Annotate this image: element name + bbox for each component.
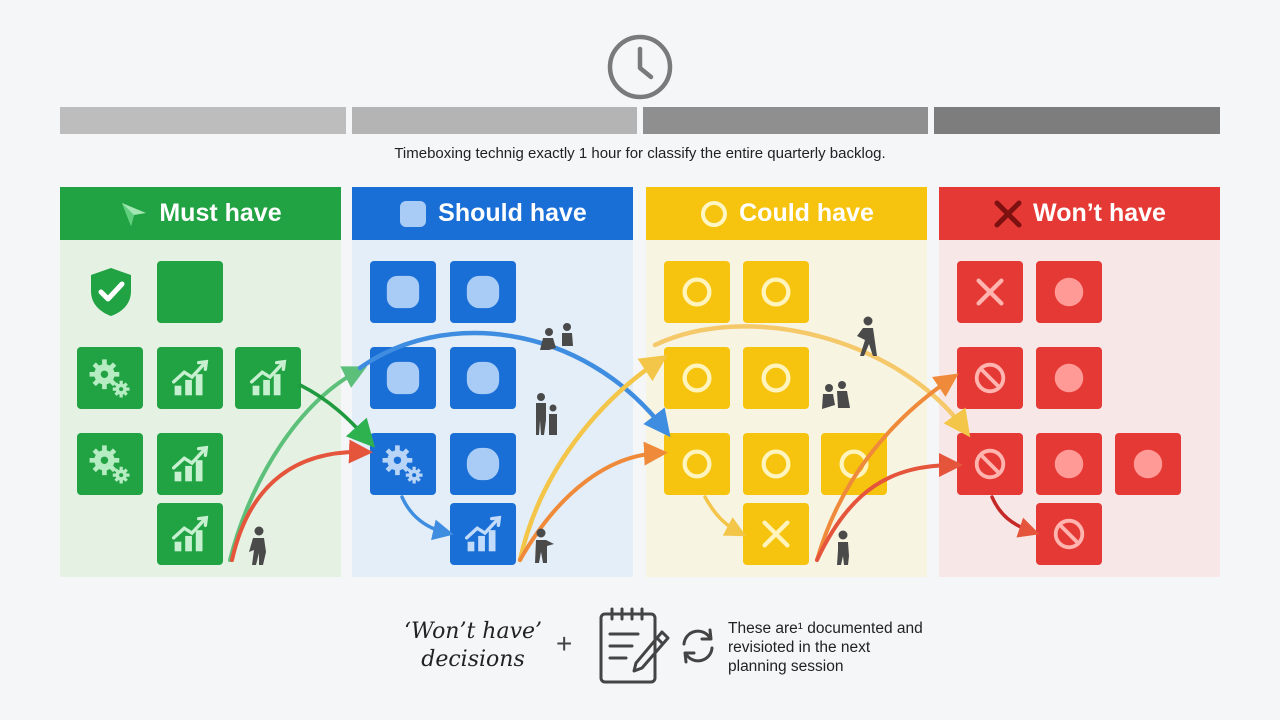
x-mark-icon xyxy=(994,200,1022,227)
column-title: Should have xyxy=(438,199,587,227)
timeline-segment-4 xyxy=(934,107,1220,134)
rounded-square-icon xyxy=(386,361,420,395)
rounded-square-icon xyxy=(466,447,500,481)
circle-ring-icon xyxy=(761,277,791,307)
column-header-should-have: Should have xyxy=(352,187,633,240)
should-item[interactable] xyxy=(370,261,436,323)
column-header-must-have: Must have xyxy=(60,187,341,240)
column-title: Won’t have xyxy=(1033,199,1166,227)
column-title: Could have xyxy=(739,199,874,227)
rounded-square-icon xyxy=(386,275,420,309)
circle-ring-icon xyxy=(761,449,791,479)
gears-icon xyxy=(89,445,130,484)
shield-check-icon xyxy=(86,265,136,319)
could-item[interactable] xyxy=(664,261,730,323)
growth-chart-icon xyxy=(171,515,209,552)
circle-ring-icon xyxy=(682,363,712,393)
rounded-square-icon xyxy=(400,200,427,227)
prohibited-icon xyxy=(974,362,1006,394)
gears-icon xyxy=(382,445,423,484)
dot-icon xyxy=(1054,449,1084,479)
gears-icon xyxy=(89,359,130,398)
x-mark-icon xyxy=(762,520,790,548)
must-item[interactable] xyxy=(157,347,223,409)
prohibited-icon xyxy=(1053,518,1085,550)
could-item[interactable] xyxy=(664,347,730,409)
should-item[interactable] xyxy=(370,347,436,409)
growth-chart-icon xyxy=(464,515,502,552)
circle-ring-icon xyxy=(761,363,791,393)
document-edit-icon xyxy=(599,607,670,684)
circle-ring-icon xyxy=(682,277,712,307)
must-item[interactable] xyxy=(77,433,143,495)
subtitle: Timeboxing technig exactly 1 hour for cl… xyxy=(394,145,886,162)
clock-icon xyxy=(607,34,673,100)
wont-item[interactable] xyxy=(957,261,1023,323)
wont-item[interactable] xyxy=(1036,433,1102,495)
growth-chart-icon xyxy=(171,359,209,396)
x-mark-icon xyxy=(976,278,1004,306)
wont-have-decisions-label: ‘Won’t have’ decisions xyxy=(403,619,543,672)
must-item[interactable] xyxy=(77,347,143,409)
timeline-segment-1 xyxy=(60,107,346,134)
must-item[interactable] xyxy=(157,261,223,323)
circle-ring-icon xyxy=(839,449,869,479)
must-item[interactable] xyxy=(235,347,301,409)
rounded-square-icon xyxy=(466,275,500,309)
dot-icon xyxy=(1054,277,1084,307)
refresh-cycle-icon xyxy=(682,628,714,664)
send-arrow-icon xyxy=(122,202,147,226)
should-item[interactable] xyxy=(370,433,436,495)
growth-chart-icon xyxy=(249,359,287,396)
must-item[interactable] xyxy=(157,433,223,495)
column-header-could-have: Could have xyxy=(646,187,927,240)
column-header-wont-have: Won’t have xyxy=(939,187,1220,240)
could-item[interactable] xyxy=(664,433,730,495)
could-item[interactable] xyxy=(821,433,887,495)
documentation-note: These are¹ documented and revisioted in … xyxy=(728,620,923,675)
wont-item[interactable] xyxy=(957,433,1023,495)
wont-item[interactable] xyxy=(1036,503,1102,565)
should-item[interactable] xyxy=(450,347,516,409)
could-item[interactable] xyxy=(743,503,809,565)
plus-sign: + xyxy=(556,628,573,659)
dot-icon xyxy=(1133,449,1163,479)
dot-icon xyxy=(1054,363,1084,393)
should-item[interactable] xyxy=(450,433,516,495)
timeline-segment-2 xyxy=(352,107,637,134)
rounded-square-icon xyxy=(466,361,500,395)
growth-chart-icon xyxy=(171,445,209,482)
prohibited-icon xyxy=(974,448,1006,480)
wont-item[interactable] xyxy=(1115,433,1181,495)
must-item[interactable] xyxy=(157,503,223,565)
should-item[interactable] xyxy=(450,503,516,565)
could-item[interactable] xyxy=(743,347,809,409)
could-item[interactable] xyxy=(743,261,809,323)
wont-item[interactable] xyxy=(1036,261,1102,323)
circle-ring-icon xyxy=(701,200,728,227)
circle-ring-icon xyxy=(682,449,712,479)
column-title: Must have xyxy=(159,199,282,227)
wont-item[interactable] xyxy=(957,347,1023,409)
could-item[interactable] xyxy=(743,433,809,495)
timeline-segment-3 xyxy=(643,107,928,134)
should-item[interactable] xyxy=(450,261,516,323)
wont-item[interactable] xyxy=(1036,347,1102,409)
